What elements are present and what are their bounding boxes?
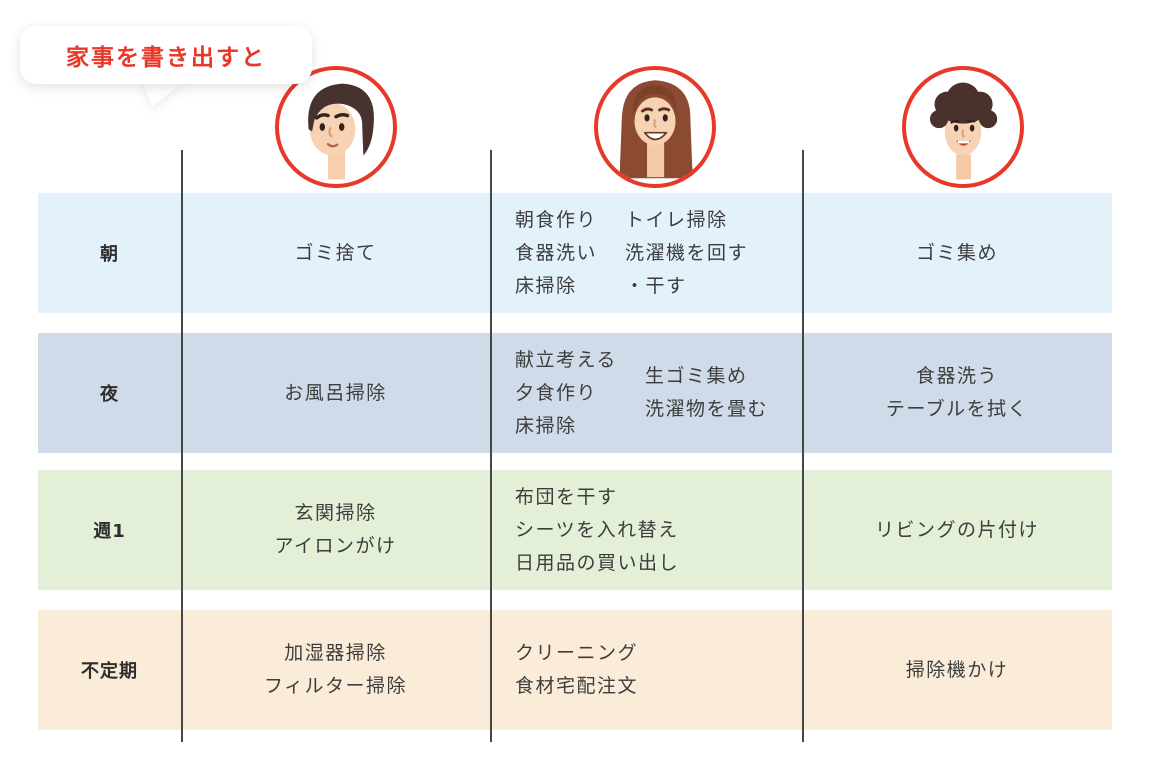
cell-mother-night: 献立考える 夕食作り 床掃除 生ゴミ集め 洗濯物を畳む xyxy=(490,333,802,453)
cell-child-irregular: 掃除機かけ xyxy=(802,610,1112,730)
woman-avatar-icon xyxy=(619,80,693,179)
table-row-weekly: 週1 玄関掃除 アイロンがけ 布団を干す シーツを入れ替え 日用品の買い出し リ… xyxy=(38,470,1112,590)
table-row-irregular: 不定期 加湿器掃除 フィルター掃除 クリーニング 食材宅配注文 掃除機かけ xyxy=(38,610,1112,730)
chore-text: 生ゴミ集め 洗濯物を畳む xyxy=(644,365,768,420)
chore-text: ゴミ捨て xyxy=(294,241,377,264)
chore-text: トイレ掃除 洗濯機を回す ・干す xyxy=(625,208,749,297)
cell-mother-weekly: 布団を干す シーツを入れ替え 日用品の買い出し xyxy=(490,470,802,590)
child-avatar xyxy=(902,66,1024,188)
speech-bubble-text: 家事を書き出すと xyxy=(66,45,266,71)
chore-text: リビングの片付け xyxy=(874,518,1039,541)
cell-father-night: お風呂掃除 xyxy=(181,333,490,453)
row-label-night: 夜 xyxy=(100,384,119,405)
chore-text: ゴミ集め xyxy=(915,241,998,264)
cell-child-night: 食器洗う テーブルを拭く xyxy=(802,333,1112,453)
row-label-morning: 朝 xyxy=(100,244,119,265)
column-divider-2 xyxy=(490,150,492,742)
speech-bubble-tail xyxy=(142,80,186,107)
chore-text: 加湿器掃除 フィルター掃除 xyxy=(263,642,408,697)
cell-father-morning: ゴミ捨て xyxy=(181,193,490,313)
chore-text: 食器洗う テーブルを拭く xyxy=(885,365,1029,420)
cell-father-irregular: 加湿器掃除 フィルター掃除 xyxy=(181,610,490,730)
boy-avatar-icon xyxy=(929,82,998,180)
speech-bubble: 家事を書き出すと xyxy=(20,26,312,84)
man-avatar-icon xyxy=(308,83,374,180)
chore-text: クリーニング 食材宅配注文 xyxy=(515,642,639,697)
chore-text: 掃除機かけ xyxy=(905,658,1009,681)
mother-avatar xyxy=(594,66,716,188)
father-avatar xyxy=(275,66,397,188)
table-row-morning: 朝 ゴミ捨て 朝食作り 食器洗い 床掃除 トイレ掃除 洗濯機を回す ・干す ゴミ… xyxy=(38,193,1112,313)
row-label-irregular: 不定期 xyxy=(81,661,138,682)
chore-text: 朝食作り 食器洗い 床掃除 xyxy=(515,208,598,297)
column-divider-1 xyxy=(181,150,183,742)
cell-mother-morning: 朝食作り 食器洗い 床掃除 トイレ掃除 洗濯機を回す ・干す xyxy=(490,193,802,313)
chore-text: お風呂掃除 xyxy=(284,381,387,404)
column-divider-3 xyxy=(802,150,804,742)
chore-text: 布団を干す シーツを入れ替え 日用品の買い出し xyxy=(515,485,680,574)
cell-child-morning: ゴミ集め xyxy=(802,193,1112,313)
chore-text: 玄関掃除 アイロンがけ xyxy=(274,502,397,557)
chore-text: 献立考える 夕食作り 床掃除 xyxy=(515,348,617,437)
cell-mother-irregular: クリーニング 食材宅配注文 xyxy=(490,610,802,730)
row-label-weekly: 週1 xyxy=(93,521,126,542)
cell-father-weekly: 玄関掃除 アイロンがけ xyxy=(181,470,490,590)
table-row-night: 夜 お風呂掃除 献立考える 夕食作り 床掃除 生ゴミ集め 洗濯物を畳む 食器洗う… xyxy=(38,333,1112,453)
cell-child-weekly: リビングの片付け xyxy=(802,470,1112,590)
